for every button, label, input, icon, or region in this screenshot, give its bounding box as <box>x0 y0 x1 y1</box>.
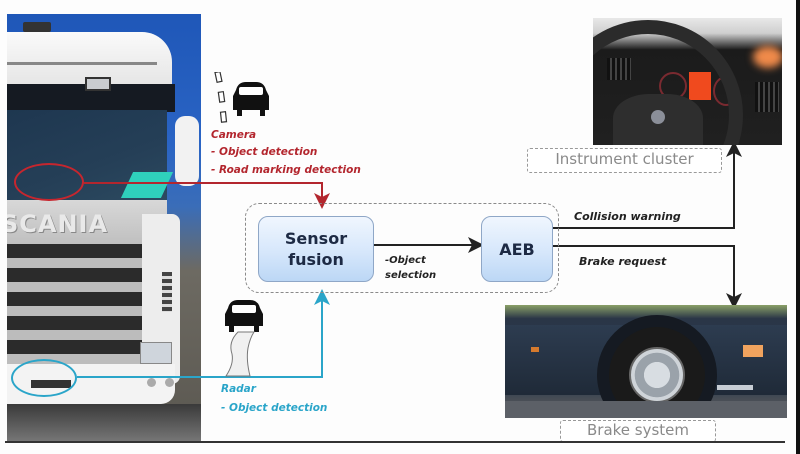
window-glare <box>753 46 782 68</box>
dashboard-vent <box>755 82 779 112</box>
steering-logo <box>651 110 665 124</box>
brake-system-photo <box>505 305 787 418</box>
road <box>505 401 787 418</box>
brake-system-caption: Brake system <box>560 420 716 442</box>
camera-function: - Object detection <box>211 146 318 158</box>
fog-lamp <box>165 378 174 387</box>
car-with-radar-beam-icon <box>225 300 263 377</box>
wheel-rim <box>629 347 685 403</box>
aeb-label: AEB <box>499 239 535 259</box>
road <box>7 404 201 442</box>
radar-label: Radar <box>221 383 256 395</box>
brake-request-label: Brake request <box>579 255 667 268</box>
cab-lamp <box>85 77 111 91</box>
fog-lamp <box>147 378 156 387</box>
camera-function: - Road marking detection <box>211 164 361 176</box>
camera-label: Camera <box>211 129 257 141</box>
processing-group <box>245 203 559 293</box>
sensor-fusion-block: Sensor fusion <box>258 216 374 282</box>
sensor-fusion-label: fusion <box>288 250 344 269</box>
object-selection-label: selection <box>385 270 437 281</box>
indicator-lamp <box>743 345 763 357</box>
grille <box>7 244 142 372</box>
instrument-cluster-photo <box>593 18 782 145</box>
sensor-fusion-label: Sensor <box>284 229 348 248</box>
grille-top <box>7 200 167 245</box>
headlamp <box>140 342 172 364</box>
collision-warning-label: Collision warning <box>574 210 681 223</box>
step-bar <box>717 385 753 390</box>
instrument-cluster-caption: Instrument cluster <box>527 148 722 173</box>
side-vent <box>162 272 172 312</box>
side-marker-light <box>531 347 539 352</box>
side-mirror <box>175 116 199 186</box>
camera-location-highlight <box>14 163 84 201</box>
roof-stripe <box>7 62 157 65</box>
car-with-lane-marks-icon <box>214 72 269 123</box>
roof-light <box>23 22 51 32</box>
radar-location-highlight <box>11 359 77 397</box>
bottom-rule <box>5 441 785 443</box>
right-edge-bar <box>796 0 800 454</box>
aeb-block: AEB <box>481 216 553 282</box>
brand-text: SCANIA <box>7 210 109 238</box>
radar-function: - Object detection <box>221 402 328 414</box>
cab-roof <box>7 32 172 84</box>
object-selection-label: -Object <box>385 255 426 266</box>
